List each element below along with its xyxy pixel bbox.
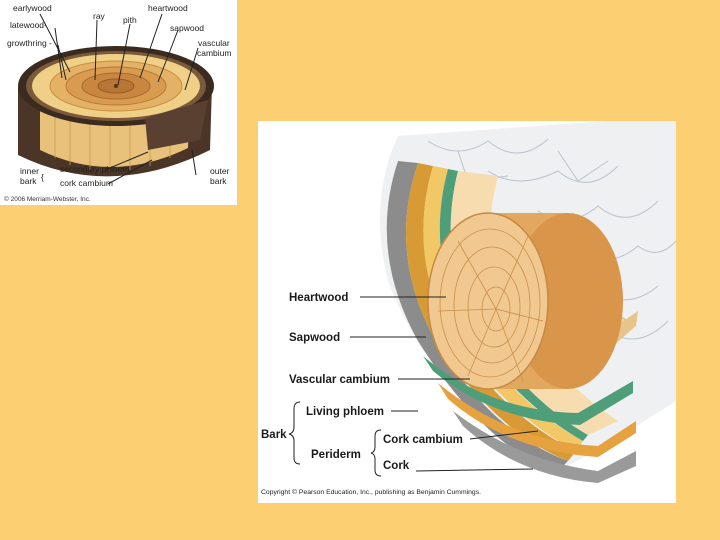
label-cambium: cambium <box>197 48 231 58</box>
main-copyright: Copyright © Pearson Education, Inc., pub… <box>261 488 481 496</box>
label-earlywood: earlywood <box>13 3 52 13</box>
pith-dot <box>114 84 118 88</box>
bark-bracket <box>289 402 300 464</box>
label-latewood: latewood- <box>10 20 47 30</box>
stem-layers-panel: Heartwood Sapwood Vascular cambium Livin… <box>258 121 676 503</box>
label-vascular-cambium: Vascular cambium <box>289 374 390 386</box>
svg-text:{: { <box>41 172 44 182</box>
label-cork: Cork <box>383 460 410 472</box>
tree-cross-section-diagram: earlywood latewood- growthring - ray pit… <box>0 0 237 205</box>
label-sapwood: Sapwood <box>289 332 340 344</box>
label-cork-cambium: Cork cambium <box>383 434 463 446</box>
label-periderm: Periderm <box>311 449 361 461</box>
label-growthring: growthring - <box>7 38 52 48</box>
label-cork-cambium: cork cambium <box>60 178 113 188</box>
top-copyright: © 2006 Merriam-Webster, Inc. <box>4 195 91 203</box>
label-secondary-phloem: secondary phloem <box>60 164 129 174</box>
label-heartwood: heartwood <box>148 3 188 13</box>
tree-cross-section-panel: earlywood latewood- growthring - ray pit… <box>0 0 237 205</box>
label-ray: ray <box>93 11 106 21</box>
periderm-bracket <box>371 430 381 476</box>
label-pith: pith <box>123 15 137 25</box>
label-heartwood: Heartwood <box>289 292 348 304</box>
label-vascular: vascular <box>198 38 230 48</box>
label-inner: inner <box>20 166 39 176</box>
stem-layers-diagram: Heartwood Sapwood Vascular cambium Livin… <box>258 121 676 503</box>
label-bark: Bark <box>261 429 287 441</box>
label-inner-bark: bark <box>20 176 37 186</box>
label-sapwood: sapwood <box>170 23 204 33</box>
label-outer: outer <box>210 166 230 176</box>
label-living-phloem: Living phloem <box>306 406 384 418</box>
label-outer-bark: bark <box>210 176 227 186</box>
